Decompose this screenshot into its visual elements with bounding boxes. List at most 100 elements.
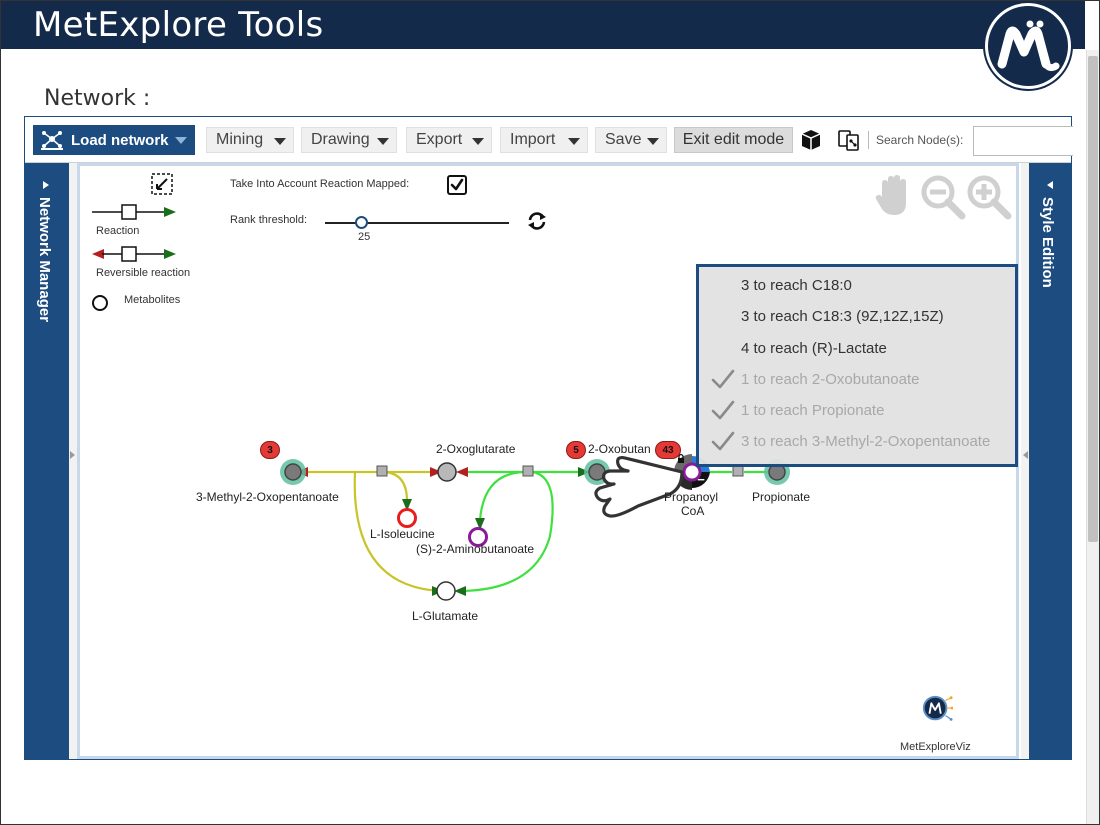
minus-icon: − (697, 472, 705, 487)
save-menu-button[interactable]: Save (595, 127, 667, 153)
style-edition-label: Style Edition (1039, 197, 1056, 288)
app-header: MetExplore Tools (1, 1, 1085, 49)
popup-item[interactable]: 3 to reach C18:3 (9Z,12Z,15Z) (741, 308, 944, 325)
mapping-count-badge: 5 (566, 441, 586, 459)
import-menu-button[interactable]: Import (500, 127, 588, 153)
metabolite-node-aminobutanoate[interactable] (468, 527, 488, 547)
rank-slider-value: 25 (358, 231, 371, 243)
right-splitter[interactable] (1021, 163, 1029, 759)
checkmark-icon (711, 431, 735, 451)
exit-edit-mode-button[interactable]: Exit edit mode (674, 127, 793, 153)
path-mining-popup: 3 to reach C18:0 3 to reach C18:3 (9Z,12… (696, 264, 1018, 467)
node-label-propanoyl-line2: CoA (681, 504, 705, 518)
edge-arrowhead-icon (475, 518, 485, 530)
network-icon (41, 131, 63, 150)
reaction-node[interactable] (376, 465, 388, 477)
rank-threshold-label: Rank threshold: (230, 214, 308, 226)
node-label-oxoglutarate: 2-Oxoglutarate (436, 442, 516, 456)
popup-item[interactable]: 3 to reach C18:0 (741, 277, 852, 294)
pan-hand-icon[interactable] (874, 173, 914, 219)
chevron-down-icon (568, 138, 580, 145)
node-label-oxobutanoate: 2-Oxobutan (588, 442, 651, 456)
page-scrollbar-thumb[interactable] (1088, 56, 1098, 542)
node-label-isoleucine: L-Isoleucine (370, 527, 435, 541)
caret-right-icon (43, 181, 49, 189)
reaction-legend-icon (92, 204, 176, 220)
edge-arrowhead-icon (430, 467, 442, 477)
header-title: MetExplore Tools (33, 5, 324, 45)
search-nodes-label: Search Node(s): (876, 133, 964, 147)
node-label-aminobutanoate: (S)-2-Aminobutanoate (416, 542, 535, 556)
network-manager-label: Network Manager (36, 197, 53, 323)
resize-handle-icon[interactable] (150, 172, 174, 196)
metabolite-node-oxoglutarate[interactable] (437, 462, 457, 482)
popup-item-done[interactable]: 3 to reach 3-Methyl-2-Oxopentanoate (741, 433, 991, 450)
export-menu-label: Export (416, 131, 463, 148)
reaction-mapped-label: Take Into Account Reaction Mapped: (230, 178, 410, 190)
chevron-down-icon (377, 138, 389, 145)
chevron-down-icon (175, 137, 187, 144)
edge-arrowhead-icon (402, 499, 412, 511)
rank-slider-track[interactable] (325, 222, 509, 224)
mining-menu-button[interactable]: Mining (206, 127, 294, 153)
lock-shackle (678, 453, 684, 458)
rank-slider-thumb[interactable] (355, 216, 368, 229)
edge-methyl-glutamate (353, 471, 441, 593)
compare-networks-icon[interactable] (837, 128, 861, 152)
metabolite-node-glutamate[interactable] (436, 581, 456, 601)
popup-item[interactable]: 4 to reach (R)-Lactate (741, 340, 887, 357)
metexploreviz-label: MetExploreViz (900, 741, 971, 753)
chevron-down-icon (472, 138, 484, 145)
pointer-hand-cursor-icon (594, 456, 684, 518)
metabolite-node-isoleucine[interactable] (397, 508, 417, 528)
checkmark-icon (711, 400, 735, 420)
toolbar: Load network Mining Drawing Export Impor… (25, 117, 1073, 163)
mapping-count-badge: 3 (260, 441, 280, 459)
search-nodes-input[interactable] (973, 126, 1073, 156)
style-edition-panel-toggle[interactable]: Style Edition (1029, 163, 1071, 759)
zoom-in-icon[interactable] (966, 174, 1012, 220)
caret-left-icon (1047, 181, 1053, 189)
node-label-propanoyl-line1: Propanoyl (664, 490, 719, 504)
reversible-reaction-legend-label: Reversible reaction (96, 267, 191, 279)
metexplore-logo-icon (985, 3, 1071, 89)
edge-reaction-glutamate (457, 470, 554, 593)
left-splitter[interactable] (69, 163, 77, 759)
import-menu-label: Import (510, 131, 556, 148)
popup-item-done[interactable]: 1 to reach 2-Oxobutanoate (741, 371, 920, 388)
export-menu-button[interactable]: Export (406, 127, 492, 153)
3d-cube-icon[interactable] (799, 128, 823, 152)
splitter-arrow-icon (70, 451, 75, 459)
node-label-propionate: Propionate (752, 490, 811, 504)
reaction-mapped-checkbox[interactable] (447, 175, 467, 195)
drawing-menu-button[interactable]: Drawing (301, 127, 397, 153)
network-section-label: Network : (44, 86, 151, 111)
popup-item-done[interactable]: 1 to reach Propionate (741, 402, 885, 419)
zoom-out-icon[interactable] (920, 174, 966, 220)
metabolite-legend-icon (92, 295, 108, 311)
metabolite-node-methyl-oxopentanoate[interactable] (284, 463, 302, 481)
refresh-icon[interactable] (526, 210, 548, 232)
edge-arrowhead-icon (456, 467, 468, 477)
mining-menu-label: Mining (216, 131, 264, 148)
checkmark-icon (711, 369, 735, 389)
reaction-node[interactable] (732, 465, 744, 477)
checkmark-icon (450, 178, 464, 191)
edge-arrowhead-icon (454, 586, 466, 596)
toolbar-separator (868, 131, 869, 149)
load-network-label: Load network (71, 131, 169, 149)
metexploreviz-logo-icon (922, 695, 953, 721)
metabolite-node-propanoyl-coa[interactable] (682, 462, 702, 482)
lock-icon (678, 458, 684, 463)
metexplore-app: Load network Mining Drawing Export Impor… (24, 116, 1073, 760)
network-manager-panel-toggle[interactable]: Network Manager (25, 163, 69, 759)
reaction-node[interactable] (522, 465, 534, 477)
reaction-legend-label: Reaction (96, 225, 140, 237)
network-graph[interactable]: + − (80, 166, 1016, 756)
save-menu-label: Save (605, 131, 642, 148)
edge-reaction-aminobutanoate (478, 470, 527, 521)
reversible-reaction-legend-icon (92, 246, 176, 262)
load-network-button[interactable]: Load network (33, 125, 195, 155)
splitter-arrow-icon (1023, 451, 1028, 459)
chevron-down-icon (647, 138, 659, 145)
